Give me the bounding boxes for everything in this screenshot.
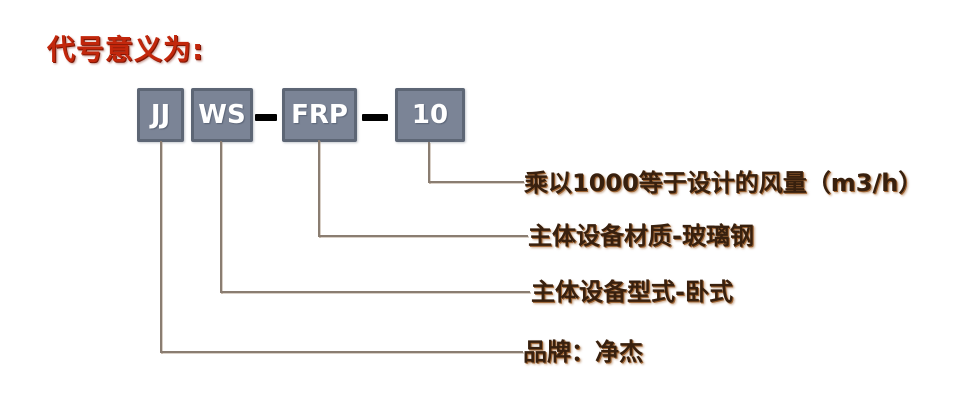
connector-line-ws-horizontal [220, 291, 530, 293]
code-box-ws: WS [191, 88, 253, 142]
code-box-10: 10 [395, 88, 465, 142]
meaning-label-material: 主体设备材质-玻璃钢 [528, 222, 754, 250]
connector-line-jj-horizontal [160, 351, 523, 353]
connector-line-10-horizontal [428, 181, 524, 183]
connector-line-10-vertical [428, 142, 430, 183]
connector-line-ws-vertical [220, 141, 222, 293]
meaning-label-type: 主体设备型式-卧式 [531, 278, 733, 306]
meaning-label-airflow: 乘以1000等于设计的风量（m3/h） [524, 169, 923, 197]
dash-separator [255, 114, 277, 121]
dash-separator [362, 114, 388, 121]
meaning-label-brand: 品牌：净杰 [523, 338, 643, 366]
code-box-frp: FRP [282, 88, 357, 142]
connector-line-frp-vertical [318, 140, 320, 237]
connector-line-jj-vertical [160, 141, 162, 353]
page-title: 代号意义为: [47, 33, 205, 66]
code-box-jj: JJ [137, 88, 184, 142]
connector-line-frp-horizontal [318, 235, 528, 237]
